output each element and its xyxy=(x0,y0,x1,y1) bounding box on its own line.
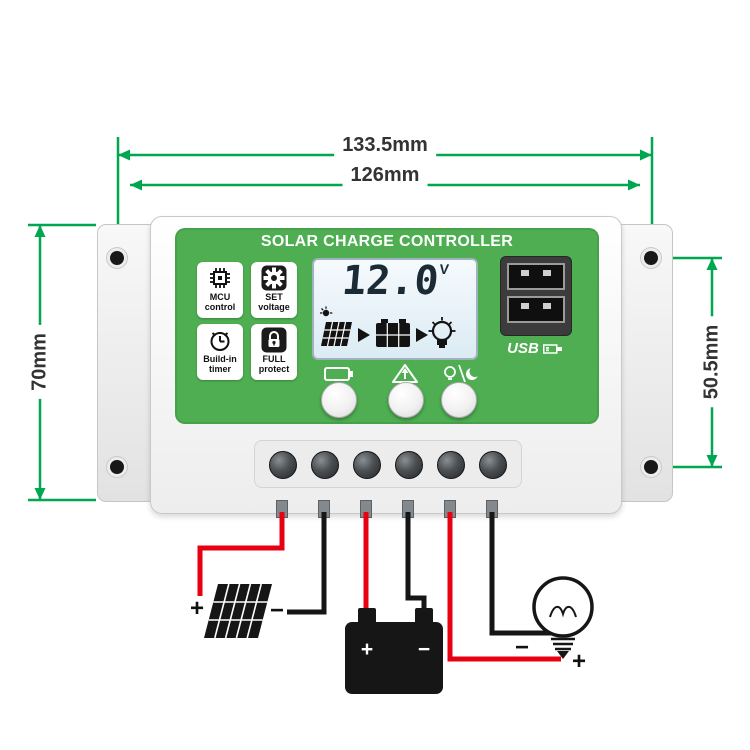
solar-plus-label: + xyxy=(189,595,204,622)
bulb-icon xyxy=(428,317,456,348)
arrowhead xyxy=(118,149,130,161)
screw-hole-top-left xyxy=(110,251,124,265)
arrowhead xyxy=(706,258,718,270)
arrowhead xyxy=(34,488,46,500)
usb-contact xyxy=(543,303,551,309)
button-set-up xyxy=(388,382,424,418)
battery-select-icon xyxy=(324,367,353,381)
feature-label: MCU xyxy=(209,292,231,302)
feature-label: timer xyxy=(208,364,231,374)
terminal-screw-4 xyxy=(395,451,423,479)
solar-minus-label: − xyxy=(269,597,284,624)
load-plus-label: + xyxy=(571,648,586,675)
feature-label: protect xyxy=(258,364,290,374)
battery-plus-label: + xyxy=(360,638,374,661)
bulb-symbol xyxy=(532,576,594,659)
feature-label: FULL xyxy=(262,354,286,364)
dimension-label-inner-width: 126mm xyxy=(342,164,428,187)
lamp-night-icon xyxy=(444,364,478,383)
wire-solar-positive xyxy=(197,512,285,596)
arrowhead xyxy=(706,455,718,467)
wire-load-negative xyxy=(489,512,551,636)
usb-port-1 xyxy=(507,263,565,290)
usb-port-2 xyxy=(507,296,565,323)
battery-symbol xyxy=(345,608,443,694)
arrowhead xyxy=(34,225,46,237)
feature-label: voltage xyxy=(258,302,290,312)
screw-hole-top-right xyxy=(644,251,658,265)
lcd-voltage-value: 12.0 xyxy=(340,258,441,304)
wire-load-positive xyxy=(447,512,561,662)
solar-panel-icon xyxy=(320,306,352,347)
dimension-label-panel-height: 50.5mm xyxy=(700,316,724,408)
up-arrow-triangle-icon xyxy=(392,364,418,383)
load-minus-label: − xyxy=(514,634,529,661)
feature-label: Build-in xyxy=(203,354,237,364)
dimension-label-outer-width: 133.5mm xyxy=(334,134,436,157)
terminal-screw-5 xyxy=(437,451,465,479)
lcd-voltage-readout: 12.0V xyxy=(310,258,480,304)
mcu-chip-icon xyxy=(210,268,230,288)
lcd-flow-icons xyxy=(320,306,456,348)
terminal-strip xyxy=(254,440,522,488)
dimension-label-height: 70mm xyxy=(28,325,52,399)
wire-solar-negative xyxy=(287,512,327,615)
screw-hole-bottom-right xyxy=(644,460,658,474)
battery-icon xyxy=(376,319,410,347)
usb-label: USB xyxy=(498,340,574,357)
solar-panel-symbol xyxy=(204,583,272,639)
arrow-right-icon xyxy=(358,328,370,342)
terminal-screw-3 xyxy=(353,451,381,479)
terminal-screw-1 xyxy=(269,451,297,479)
wire-battery-negative xyxy=(405,512,427,614)
terminal-screw-6 xyxy=(479,451,507,479)
arrowhead xyxy=(640,149,652,161)
arrow-right-icon xyxy=(416,328,428,342)
lcd-voltage-unit: V xyxy=(438,261,450,277)
button-battery-type xyxy=(321,382,357,418)
battery-minus-label: − xyxy=(417,638,431,661)
lock-icon xyxy=(261,327,287,353)
arrowhead xyxy=(130,179,142,191)
arrowhead xyxy=(628,179,640,191)
screw-hole-bottom-left xyxy=(110,460,124,474)
usb-label-text: USB xyxy=(507,340,539,357)
gear-icon xyxy=(261,265,287,291)
terminal-screw-2 xyxy=(311,451,339,479)
usb-plug-icon xyxy=(542,343,562,354)
usb-contact xyxy=(521,303,529,309)
device-title: SOLAR CHARGE CONTROLLER xyxy=(260,233,514,250)
feature-label: control xyxy=(204,302,236,312)
button-load-mode xyxy=(441,382,477,418)
usb-contact xyxy=(521,270,529,276)
clock-icon xyxy=(210,332,230,351)
feature-label: SET xyxy=(265,292,283,302)
usb-contact xyxy=(543,270,551,276)
